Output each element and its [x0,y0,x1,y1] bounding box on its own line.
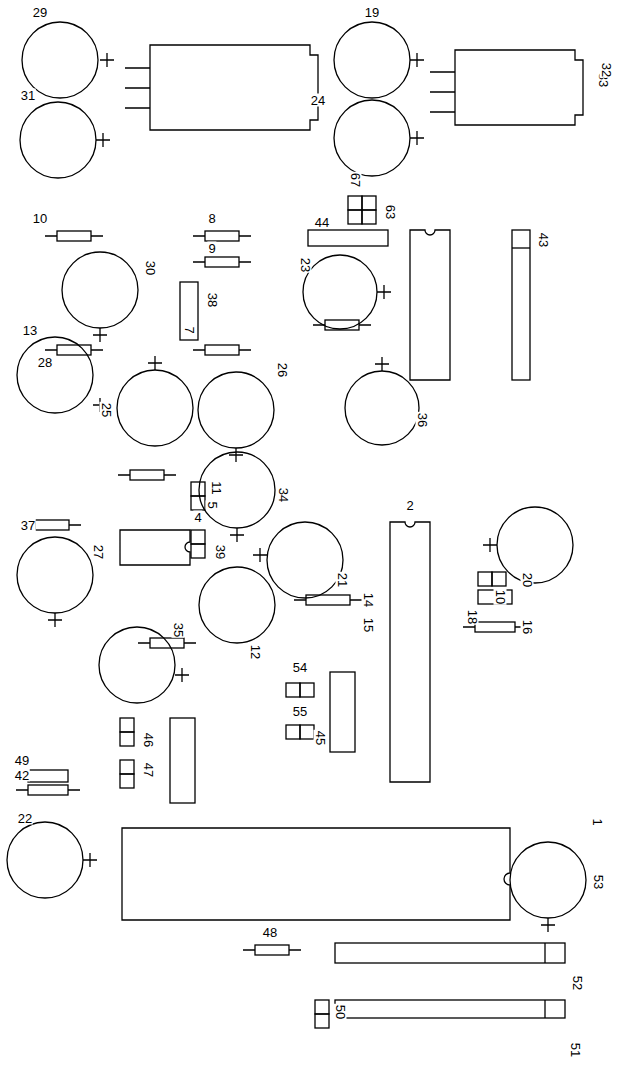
callout-number: 46 [142,732,155,748]
callout-number: 38 [206,292,219,308]
callout-number: 63 [384,204,397,220]
connector-symbols [125,45,583,130]
callout-number: 22 [17,812,33,825]
callout-number: 2 [405,499,414,512]
callout-number: 32 [600,62,613,78]
callout-number: 51 [569,1042,582,1058]
callout-number: 28 [37,356,53,369]
callout-number: 20 [521,572,534,588]
resistor-symbols [16,231,527,955]
callout-number: 26 [276,362,289,378]
callout-number: 39 [214,544,227,560]
callout-number: 11 [210,480,223,496]
callout-number: 44 [314,216,330,229]
callout-number: 36 [416,412,429,428]
callout-number: 24 [310,94,326,107]
callout-number: 7 [183,325,196,334]
callout-number: 43 [537,232,550,248]
callout-number: 13 [22,324,38,337]
pad-symbols [28,196,512,1028]
callout-number: 52 [571,975,584,991]
callout-number: 5 [206,500,219,509]
capacitor-symbols [7,22,586,932]
callout-number: 8 [207,212,216,225]
callout-number: 55 [292,705,308,718]
callout-number: 15 [362,617,375,633]
callout-number: 10 [494,589,507,605]
callout-number: 19 [364,6,380,19]
callout-number: 50 [334,1004,347,1020]
callout-number: 48 [262,926,278,939]
callout-number: 1 [591,817,604,826]
callout-number: 35 [172,622,185,638]
ic-symbols [120,230,565,1018]
callout-number: 45 [314,730,327,746]
callout-number: 30 [144,260,157,276]
callout-number: 23 [299,257,312,273]
callout-number: 25 [100,402,113,418]
callout-number: 47 [142,762,155,778]
callout-number: 54 [292,661,308,674]
callout-number: 53 [592,874,605,890]
callout-number: 18 [466,609,479,625]
callout-number: 12 [249,644,262,660]
callout-number: 37 [20,519,36,532]
callout-number: 31 [20,89,36,102]
callout-number: 10 [32,212,48,225]
callout-number: 21 [336,572,349,588]
callout-number: 14 [362,592,375,608]
callout-number: 4 [193,511,202,524]
callout-number: 34 [277,487,290,503]
callout-number: 42 [14,769,30,782]
callout-number: 9 [207,242,216,255]
callout-number: 67 [349,172,362,188]
callout-number: 27 [92,544,105,560]
callout-number: 16 [521,619,534,635]
callout-number: 49 [14,754,30,767]
callout-number: 29 [32,6,48,19]
